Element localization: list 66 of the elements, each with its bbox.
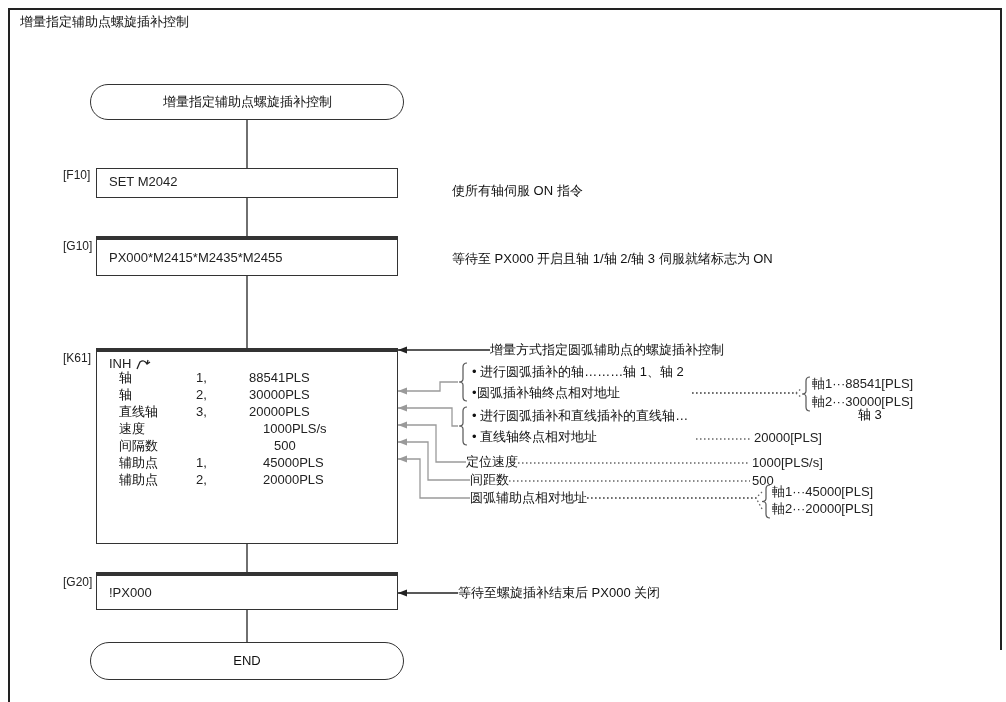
value-text: 軸1···88541[PLS] [802,376,914,392]
leader-arrow [397,346,491,354]
diagram-title: 增量指定辅助点螺旋插补控制 [20,14,189,30]
parameter-name: 轴 [119,370,132,386]
parameter-name: 轴 [119,387,132,403]
flow-line [246,543,248,573]
dotted-leader [586,497,763,510]
flow-line [246,119,248,169]
note-text: 轴 3 [858,407,882,423]
instruction-text: !PX000 [109,585,152,601]
parameter-name: 辅助点 [119,455,158,471]
leader-arrow [397,404,459,427]
parameter-value: 500 [274,438,296,454]
terminal-shape [90,642,404,680]
step-label: [G10] [63,238,93,254]
terminal-shape [90,84,404,120]
axis-number: 2, [196,472,207,488]
dotted-leader [517,462,751,464]
parameter-value: 30000PLS [249,387,310,403]
value-text: 1000[PLS/s] [752,455,823,471]
annotation-text: 定位速度 [466,454,518,470]
note-text: 使所有轴伺服 ON 指令 [452,183,583,199]
instruction-text: PX000*M2415*M2435*M2455 [109,250,283,266]
leader-arrow [397,381,459,395]
parameter-value: 20000PLS [263,472,324,488]
dotted-leader [691,392,803,399]
annotation-text: 圆弧辅助点相对地址 [470,490,587,506]
instruction-text: SET M2042 [109,174,178,190]
flow-line [246,275,248,349]
parameter-value: 88541PLS [249,370,310,386]
axis-number: 3, [196,404,207,420]
step-label: [G20] [63,574,93,590]
step-label: [K61] [63,350,92,366]
annotation-text: 间距数 [470,472,509,488]
annotation-text: • 进行圆弧插补和直线插补的直线轴… [472,408,689,424]
parameter-value: 45000PLS [263,455,324,471]
parameter-value: 20000PLS [249,404,310,420]
axis-number: 1, [196,370,207,386]
leader-arrow [397,589,459,597]
axis-number: 1, [196,455,207,471]
dotted-leader [695,438,753,440]
note-text: 等待至 PX000 开启且轴 1/轴 2/轴 3 伺服就绪标志为 ON [452,251,773,267]
annotation-text: • 直线轴终点相对地址 [472,429,598,445]
leader-arrow [397,421,467,463]
leader-arrow [397,455,471,499]
flow-line [246,609,248,643]
annotation-text: • 进行圆弧插补的轴………轴 1、轴 2 [472,364,684,380]
parameter-name: 直线轴 [119,404,158,420]
parameter-name: 速度 [119,421,145,437]
parameter-value: 1000PLS/s [263,421,327,437]
leader-arrow [397,438,471,481]
terminal-label: 增量指定辅助点螺旋插补控制 [161,93,333,110]
terminal-label: END [232,652,262,669]
value-text: 軸2···20000[PLS] [762,501,874,517]
axis-number: 2, [196,387,207,403]
instruction-text: INH [109,356,132,371]
annotation-text: 等待至螺旋插补结束后 PX000 关闭 [458,585,661,601]
step-label: [F10] [63,167,91,183]
annotation-text: •圆弧插补轴终点相对地址 [472,385,620,401]
parameter-name: 间隔数 [119,438,158,454]
dotted-leader [508,480,751,482]
flow-line [246,197,248,237]
parameter-name: 辅助点 [119,472,158,488]
annotation-text: 增量方式指定圆弧辅助点的螺旋插补控制 [490,342,724,358]
value-text: 軸2···30000[PLS] [802,394,914,410]
value-text: 20000[PLS] [754,430,822,446]
